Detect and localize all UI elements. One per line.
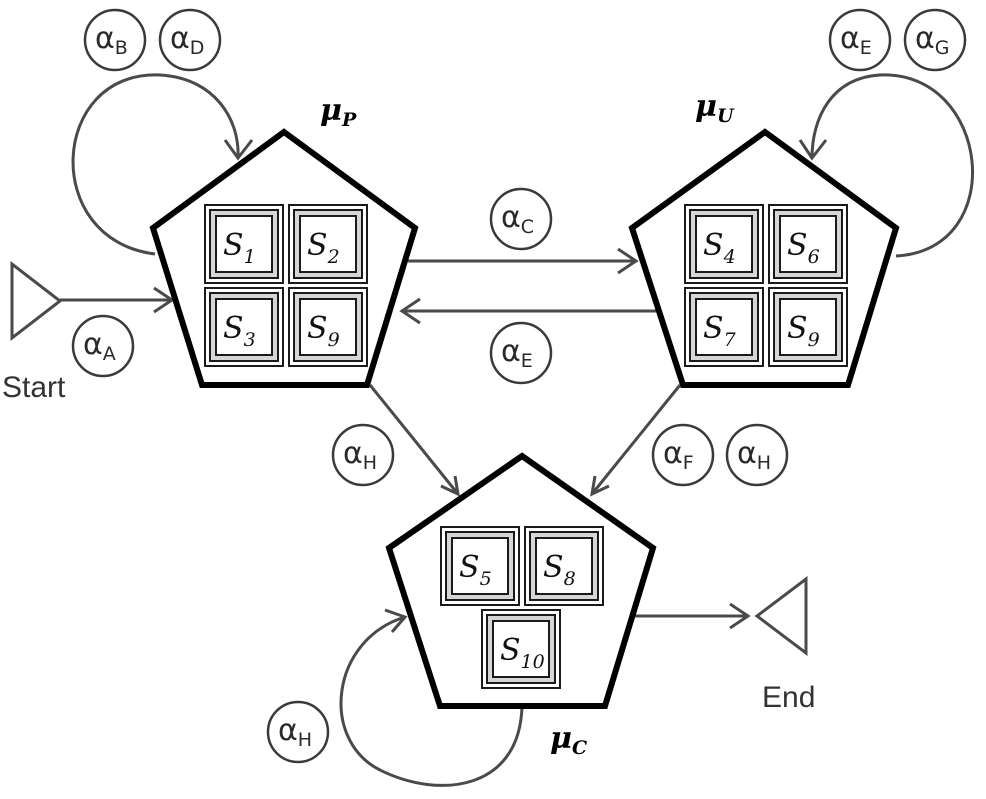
state-label: S3 — [223, 311, 256, 351]
edge-label-p-loop-2: αD — [158, 8, 222, 72]
svg-text:αD: αD — [170, 21, 204, 59]
state-box-u-3: S7 — [684, 287, 764, 367]
edge-label-p-to-c-1: αH — [331, 423, 395, 487]
edge-label-u-loop-1: αE — [828, 8, 892, 72]
edge-label-u-to-p-1: αE — [489, 321, 553, 385]
state-label: S1 — [223, 228, 256, 268]
svg-text:αE: αE — [501, 334, 533, 372]
state-box-c-3: S10 — [481, 609, 561, 689]
state-label: S9 — [307, 311, 340, 351]
edge-label-p-to-u-1: αC — [489, 187, 553, 251]
end-triangle — [754, 575, 808, 657]
state-box-u-2: S6 — [768, 204, 848, 284]
state-label: S5 — [459, 550, 492, 590]
state-box-c-2: S8 — [524, 526, 604, 606]
node-c-label: μC — [550, 721, 587, 759]
state-box-p-1: S1 — [204, 204, 284, 284]
edge-u-to-c-head — [590, 475, 610, 497]
edge-p-self-loop-head — [223, 139, 254, 161]
edge-c-self-loop-head — [384, 608, 408, 633]
edge-u-to-c — [590, 384, 682, 495]
edge-start-to-p-head — [153, 286, 175, 314]
state-box-p-4: S9 — [288, 287, 368, 367]
state-label: S4 — [703, 228, 736, 268]
state-label: S9 — [787, 311, 820, 351]
node-p-label: μP — [320, 93, 357, 131]
edge-c-self-loop — [339, 615, 524, 787]
edge-label-u-to-c-1: αF — [651, 423, 715, 487]
edge-c-to-end-head — [729, 602, 751, 630]
start-triangle — [10, 260, 63, 342]
svg-text:αE: αE — [840, 21, 872, 59]
edge-label-u-to-c-2: αH — [725, 423, 789, 487]
svg-text:αH: αH — [278, 713, 312, 751]
edge-p-self-loop — [71, 73, 240, 256]
state-label: S7 — [703, 311, 737, 351]
state-box-u-4: S9 — [768, 287, 848, 367]
state-label: S10 — [500, 633, 545, 673]
svg-text:αF: αF — [663, 436, 694, 474]
node-u-label: μU — [695, 89, 735, 127]
svg-text:αA: αA — [83, 327, 116, 365]
svg-text:αH: αH — [737, 436, 771, 474]
edge-p-to-u-head — [617, 247, 639, 275]
node-c-pentagon — [385, 452, 657, 709]
edge-u-self-loop — [810, 73, 974, 258]
edge-p-to-c — [368, 384, 460, 495]
edge-p-to-c-head — [440, 475, 460, 497]
edge-label-u-loop-2: αG — [903, 8, 967, 72]
edge-label-start-to-p-1: αA — [71, 314, 135, 378]
edge-u-to-p-head — [399, 297, 421, 325]
state-label: S2 — [307, 228, 340, 268]
start-label: Start — [2, 371, 66, 404]
state-box-c-1: S5 — [440, 526, 520, 606]
svg-text:αG: αG — [915, 21, 950, 59]
svg-text:αH: αH — [343, 436, 377, 474]
edge-label-p-loop-1: αB — [83, 8, 147, 72]
edge-label-c-loop-1: αH — [266, 700, 330, 764]
state-box-u-1: S4 — [684, 204, 764, 284]
svg-text:αC: αC — [501, 200, 534, 238]
end-label: End — [762, 681, 815, 714]
state-label: S8 — [543, 550, 576, 590]
state-label: S6 — [787, 228, 820, 268]
svg-text:αB: αB — [95, 21, 128, 59]
edge-u-self-loop-head — [798, 139, 828, 161]
state-box-p-3: S3 — [204, 287, 284, 367]
state-box-p-2: S2 — [288, 204, 368, 284]
